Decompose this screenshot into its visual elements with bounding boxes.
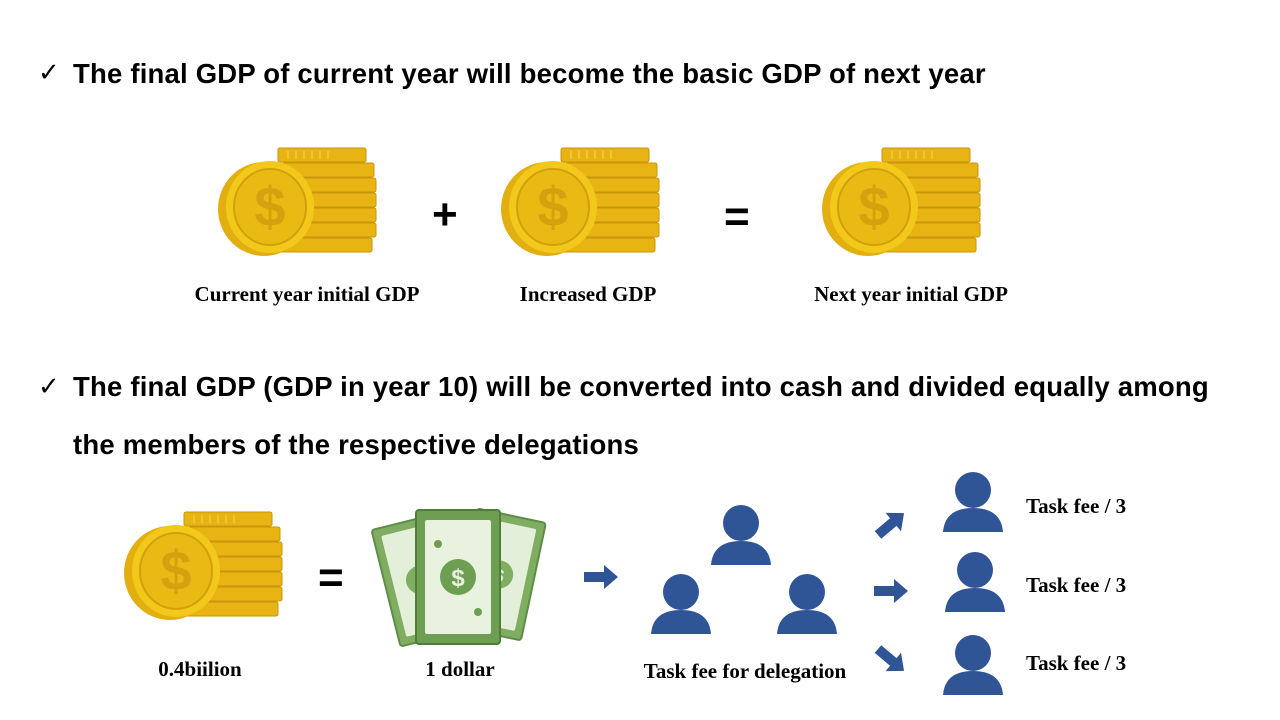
section2-heading-line2: the members of the respective delegation… [73, 429, 640, 460]
person-icon [651, 574, 711, 634]
delegation-fee-label: Task fee for delegation [643, 659, 847, 683]
check-icon: ✓ [38, 372, 60, 402]
person-icon [945, 552, 1005, 612]
svg-text:$: $ [451, 565, 465, 592]
equals-sign: = [318, 553, 344, 602]
next-gdp-label: Next year initial GDP [814, 282, 1008, 306]
increased-gdp-label: Increased GDP [519, 282, 657, 306]
task-fee-label: Task fee / 3 [1026, 573, 1127, 597]
plus-sign: + [432, 190, 458, 239]
person-icon [711, 505, 771, 565]
current-gdp-label: Current year initial GDP [194, 282, 420, 306]
arrow-icon [870, 503, 912, 545]
arrow-icon [874, 579, 908, 603]
cash-bills-icon: $ $ [371, 508, 547, 647]
task-fee-label: Task fee / 3 [1026, 494, 1127, 518]
person-icon [943, 635, 1003, 695]
gold-coin-stack-icon [123, 511, 283, 621]
gold-coin-stack-icon [500, 147, 660, 257]
section1-heading: The final GDP of current year will becom… [73, 58, 986, 89]
gdp-value-label: 0.4biilion [158, 657, 242, 681]
person-icon [943, 472, 1003, 532]
check-icon: ✓ [38, 58, 60, 88]
equals-sign: = [724, 192, 750, 241]
cash-value-label: 1 dollar [425, 657, 495, 681]
arrow-icon [870, 639, 912, 681]
gold-coin-stack-icon [821, 147, 981, 257]
section2-heading-line1: The final GDP (GDP in year 10) will be c… [73, 371, 1209, 402]
arrow-icon [584, 565, 618, 589]
task-fee-label: Task fee / 3 [1026, 651, 1127, 675]
gold-coin-stack-icon [217, 147, 377, 257]
person-icon [777, 574, 837, 634]
